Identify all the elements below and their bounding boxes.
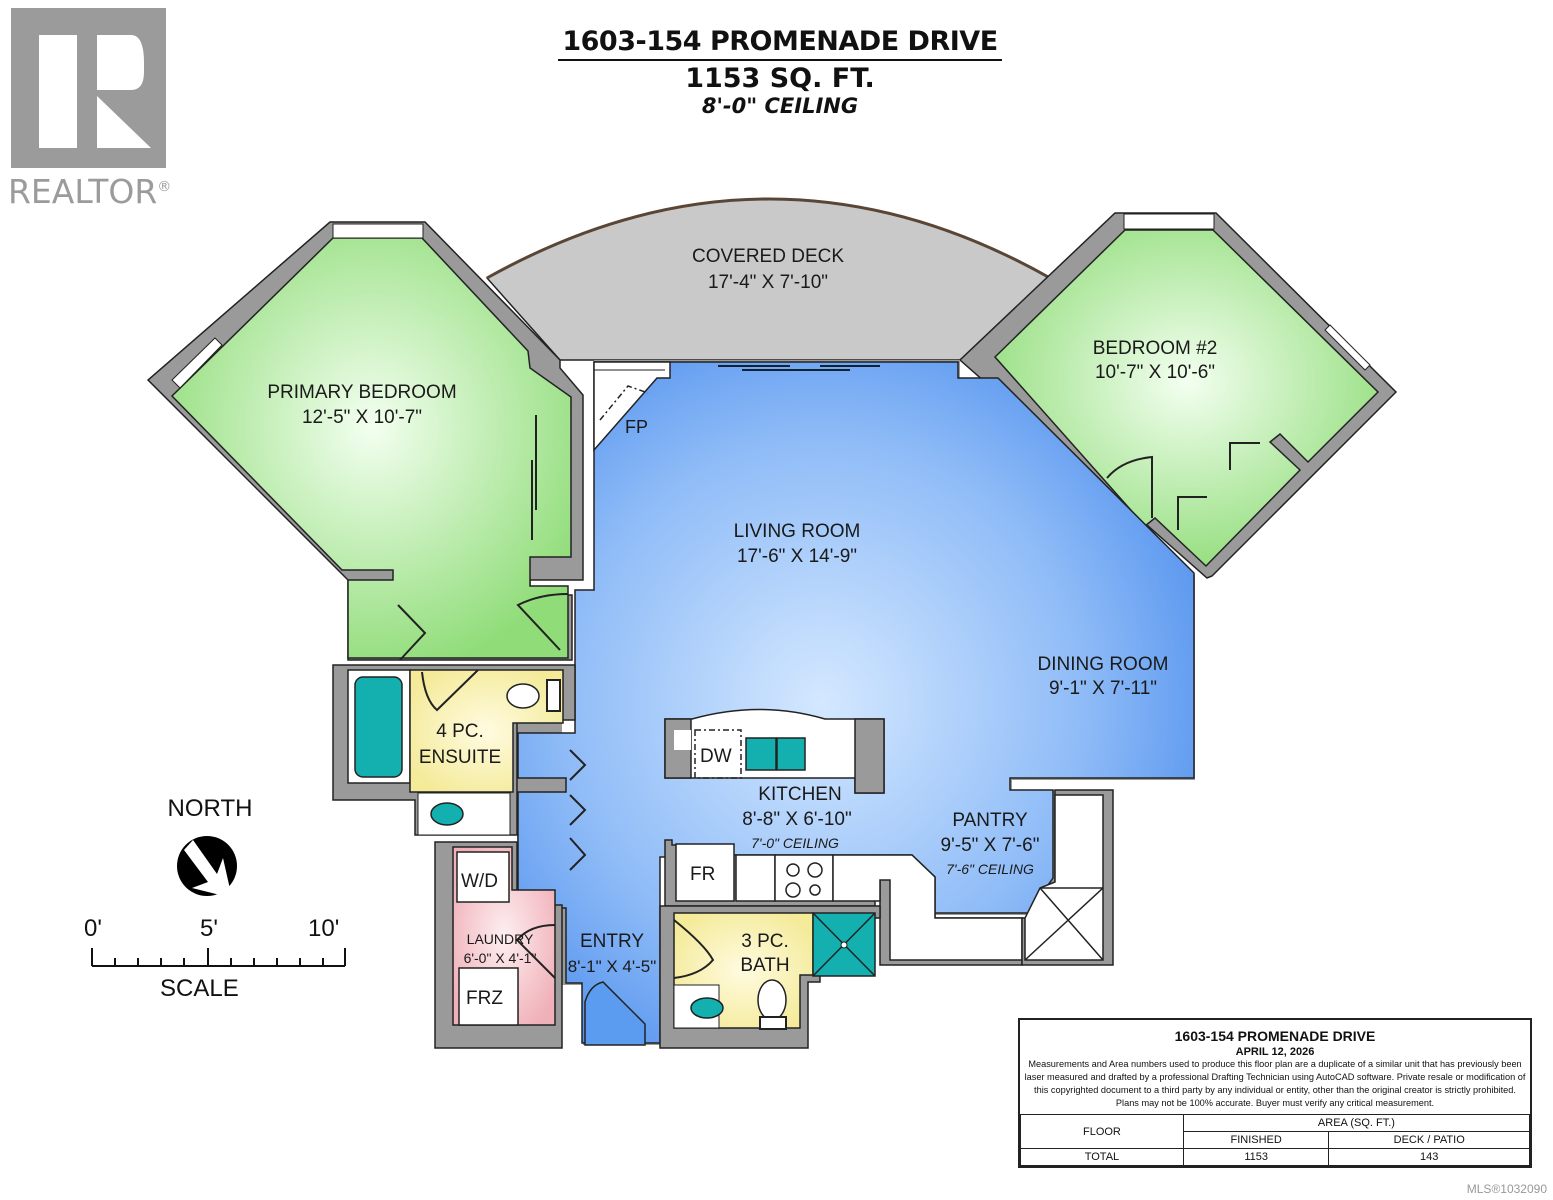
laundry: W/D FRZ LAUNDRY 6'-0" X 4'-1" — [434, 841, 563, 1049]
registered-mark: ® — [157, 179, 172, 195]
row-deck: 143 — [1328, 1148, 1530, 1166]
property-address-title: 1603-154 PROMENADE DRIVE — [558, 26, 1002, 61]
entry-door[interactable] — [584, 981, 646, 1046]
three-piece-bath: 3 PC. BATH — [659, 905, 881, 1049]
covered-deck-label: COVERED DECK — [692, 246, 844, 267]
finished-header: FINISHED — [1182, 1131, 1330, 1149]
north-arrow-icon — [177, 836, 237, 898]
pantry-label: PANTRY — [952, 810, 1028, 831]
title-block: 1603-154 PROMENADE DRIVE 1153 SQ. FT. 8'… — [540, 26, 1020, 118]
window — [171, 337, 223, 389]
row-floor: TOTAL — [1020, 1148, 1184, 1166]
stove — [774, 854, 834, 902]
ensuite-sink — [430, 802, 464, 826]
sink-right — [776, 737, 806, 771]
scale-tick-0: 0' — [84, 915, 102, 942]
fireplace-label: FP — [625, 417, 648, 437]
primary-bedroom-size: 12'-5" X 10'-7" — [302, 407, 422, 428]
primary-bedroom-label: PRIMARY BEDROOM — [267, 382, 456, 403]
table-row: TOTAL 1153 143 — [1020, 1148, 1530, 1166]
washer-dryer-label: W/D — [461, 871, 498, 892]
pantry-size: 9'-5" X 7'-6" — [941, 835, 1040, 856]
laundry-label: LAUNDRY — [467, 931, 534, 947]
ensuite-label-1: 4 PC. — [436, 721, 484, 742]
covered-deck — [485, 197, 1052, 361]
info-disclaimer: Measurements and Area numbers used to pr… — [1024, 1059, 1526, 1108]
ceiling-height-title: 8'-0" CEILING — [701, 94, 859, 118]
realtor-r-mark-icon — [11, 8, 166, 168]
bedroom-2-size: 10'-7" X 10'-6" — [1095, 362, 1215, 383]
bathtub — [354, 676, 403, 778]
living-room-label: LIVING ROOM — [734, 521, 861, 542]
total-area-title: 1153 SQ. FT. — [685, 63, 875, 94]
entry-label: ENTRY — [580, 931, 644, 952]
living-room-size: 17'-6" X 14'-9" — [737, 546, 857, 567]
entry-size: 8'-1" X 4'-5" — [568, 957, 657, 976]
fridge — [675, 843, 735, 902]
laundry-size: 6'-0" X 4'-1" — [464, 950, 537, 966]
four-piece-ensuite: 4 PC. ENSUITE — [332, 664, 576, 836]
area-table: FLOOR AREA (SQ. FT.) FINISHED DECK / PAT… — [1020, 1114, 1531, 1166]
sink-left — [745, 737, 777, 771]
dining-room-size: 9'-1" X 7'-11" — [1049, 678, 1157, 699]
bath-sink — [690, 997, 724, 1019]
info-box: 1603-154 PROMENADE DRIVE APRIL 12, 2026 … — [1018, 1018, 1532, 1168]
row-finished: 1153 — [1182, 1148, 1330, 1166]
primary-bedroom: PRIMARY BEDROOM 12'-5" X 10'-7" — [146, 221, 584, 661]
bath-toilet — [757, 979, 787, 1021]
pantry-ceiling: 7'-6" CEILING — [946, 861, 1034, 877]
kitchen-counter: FR — [664, 839, 1023, 966]
fridge-label: FR — [690, 864, 715, 885]
freezer — [458, 967, 519, 1026]
kitchen-ceiling: 7'-0" CEILING — [751, 835, 839, 851]
dishwasher-label: DW — [700, 746, 732, 767]
deck-header: DECK / PATIO — [1328, 1131, 1530, 1149]
kitchen-island: DW — [664, 708, 885, 794]
scale-bar — [91, 948, 346, 967]
info-date: APRIL 12, 2026 — [1235, 1046, 1315, 1058]
scale-tick-5: 5' — [200, 915, 218, 942]
north-label: NORTH — [167, 795, 253, 822]
freezer-label: FRZ — [466, 988, 503, 1009]
bath-label-2: BATH — [740, 955, 789, 976]
scale-caption: SCALE — [160, 975, 239, 1002]
info-title: 1603-154 PROMENADE DRIVE — [1174, 1028, 1376, 1044]
bedroom-2-label: BEDROOM #2 — [1093, 338, 1218, 359]
floor-header: FLOOR — [1020, 1114, 1184, 1149]
realtor-wordmark: REALTOR® — [8, 172, 183, 211]
dining-room-label: DINING ROOM — [1038, 654, 1169, 675]
ensuite-toilet — [506, 683, 540, 709]
ensuite-label-2: ENSUITE — [419, 747, 501, 768]
pantry-closet — [1021, 789, 1114, 966]
window — [1324, 324, 1371, 371]
washer-dryer — [456, 851, 510, 903]
kitchen-label: KITCHEN — [758, 784, 841, 805]
kitchen-size: 8'-8" X 6'-10" — [742, 809, 851, 830]
scale-tick-10: 10' — [308, 915, 340, 942]
bath-label-1: 3 PC. — [741, 931, 789, 952]
realtor-logo: REALTOR® — [8, 8, 183, 211]
mls-number: MLS®1032090 — [1466, 1182, 1547, 1196]
dishwasher — [694, 729, 742, 779]
realtor-text: REALTOR — [8, 172, 158, 211]
covered-deck-size: 17'-4" X 7'-10" — [708, 272, 828, 293]
area-header: AREA (SQ. FT.) — [1182, 1114, 1531, 1132]
living-area: FP LIVING ROOM 17'-6" X 14'-9" DINING RO… — [517, 360, 1195, 1045]
fireplace — [593, 361, 671, 452]
